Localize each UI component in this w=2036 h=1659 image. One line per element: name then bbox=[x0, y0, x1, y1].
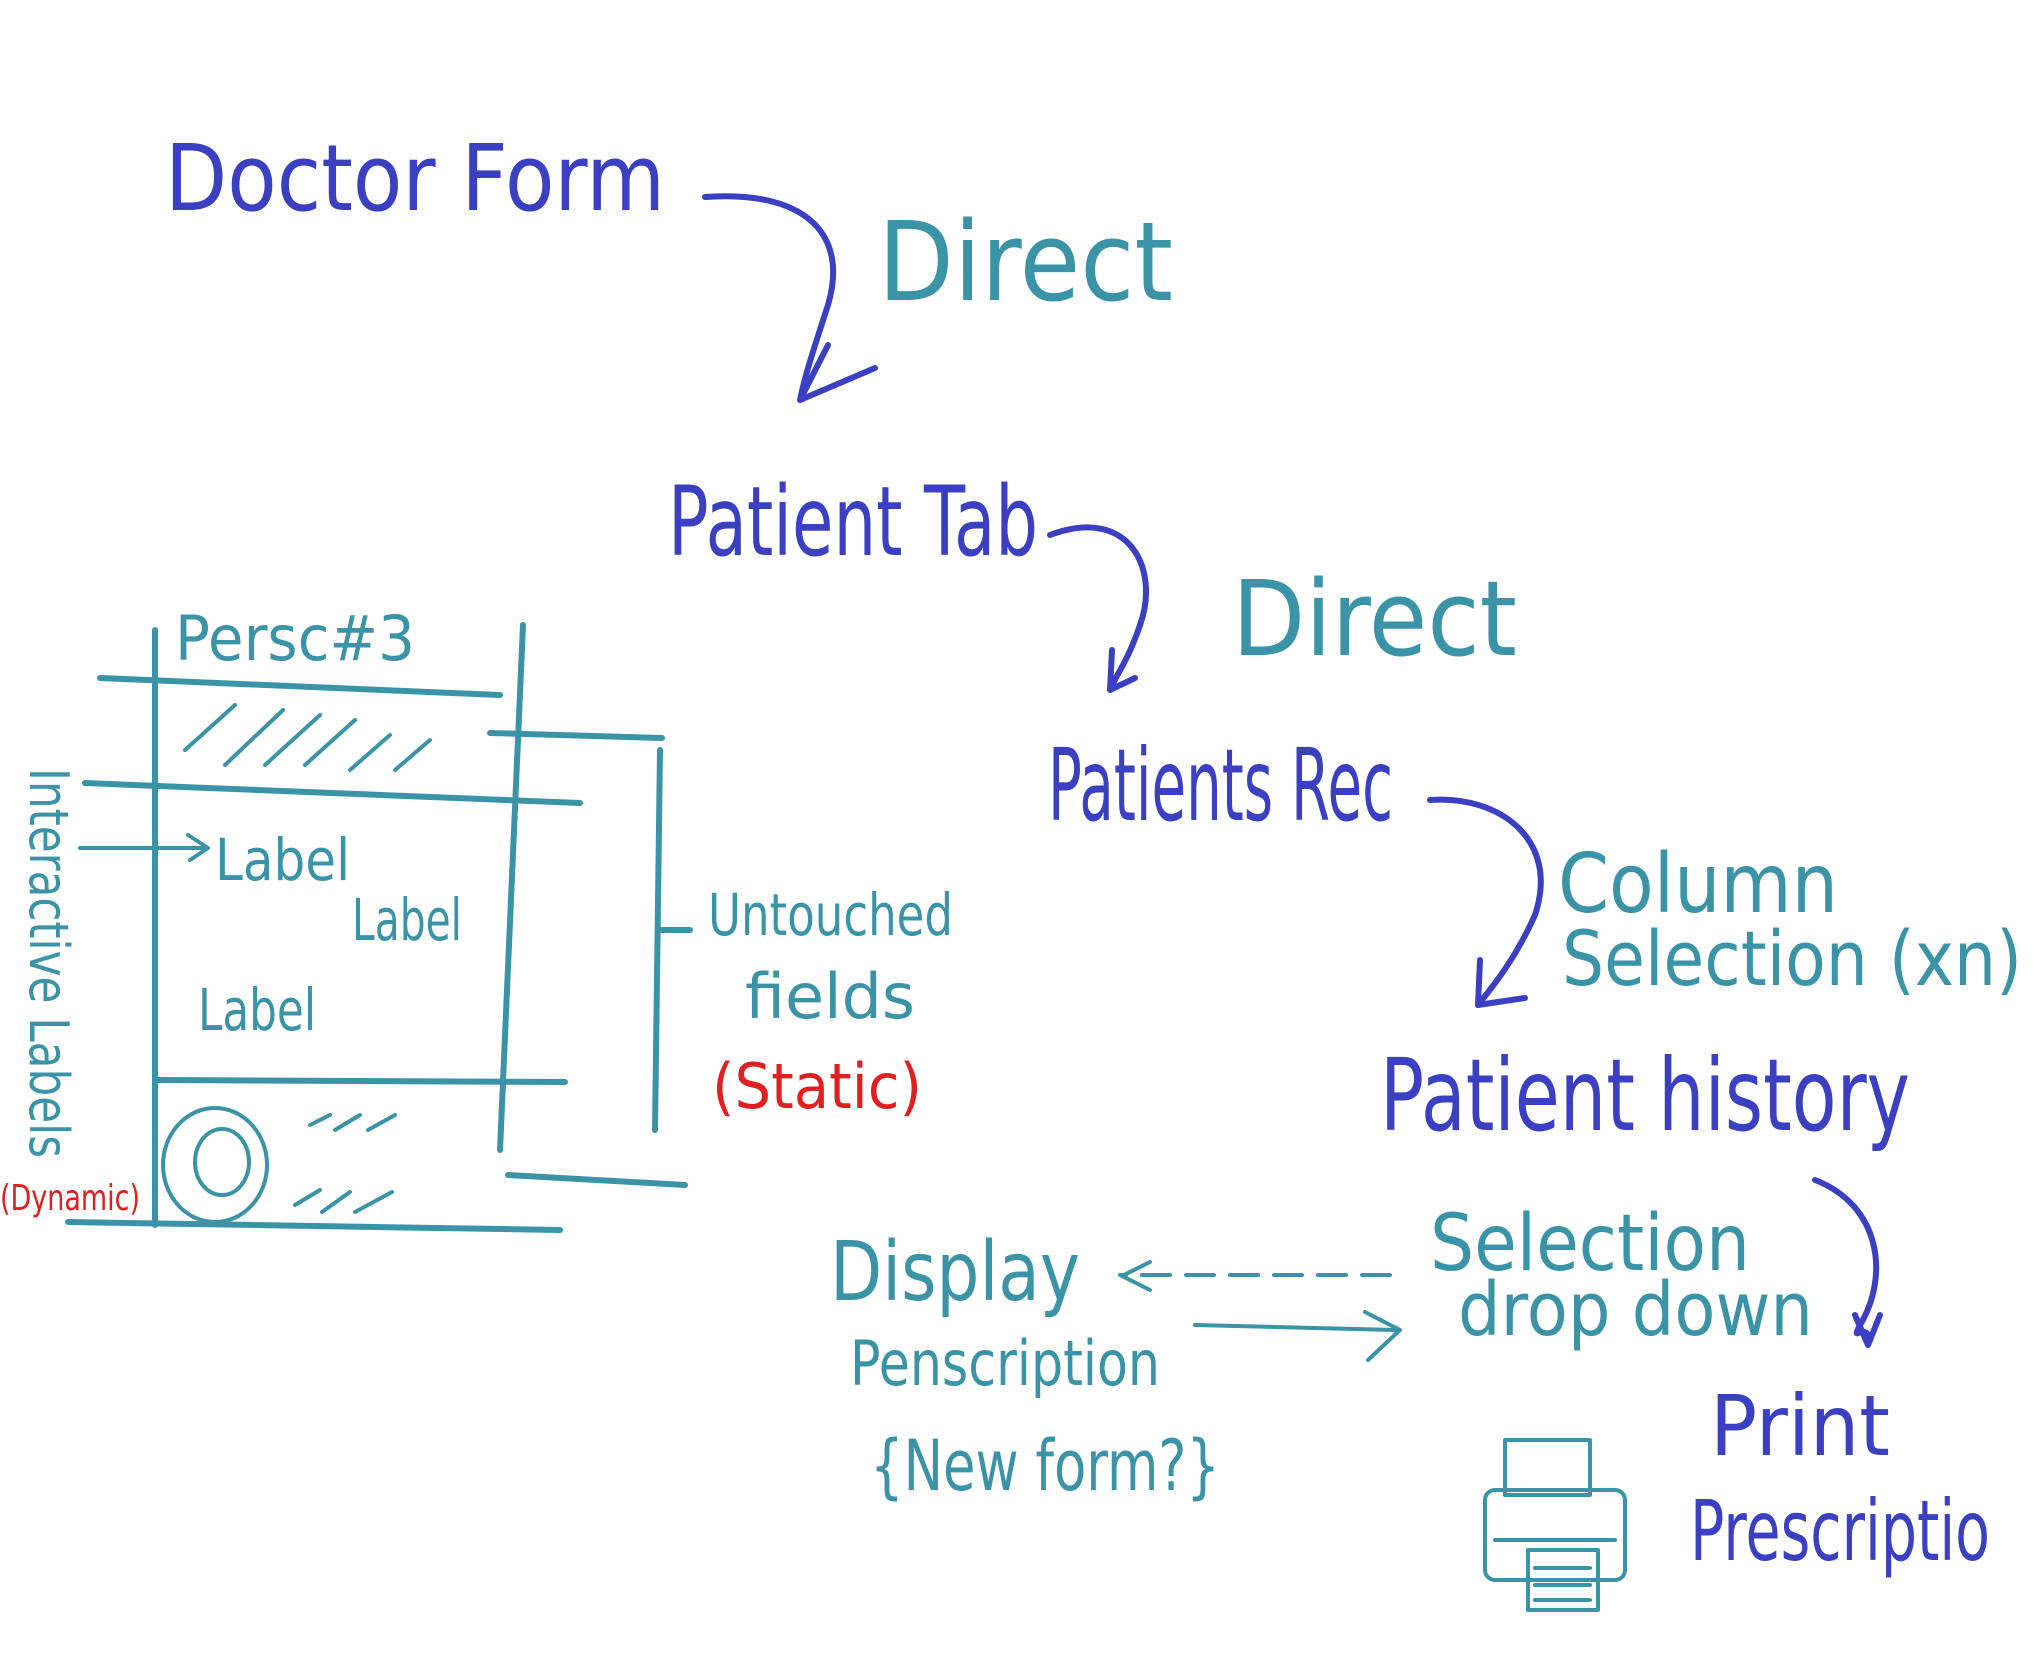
arrow-selection-to-display bbox=[1118, 1260, 1392, 1292]
untouched-line1: Untouched bbox=[708, 881, 953, 949]
form-label-2: Label bbox=[352, 886, 462, 954]
patient-history-label: Patient history bbox=[1380, 1037, 1910, 1154]
static-hatch-block bbox=[183, 703, 432, 772]
display-line2: Penscription bbox=[850, 1327, 1160, 1400]
static-note: (Static) bbox=[712, 1050, 922, 1123]
print-label-line1: Print bbox=[1710, 1377, 1890, 1475]
selection-drop-down-line1: Selection bbox=[1430, 1199, 1750, 1289]
direct-label-2: Direct bbox=[1232, 558, 1517, 680]
circle-button-icon bbox=[161, 1106, 269, 1224]
dynamic-note: (Dynamic) bbox=[0, 1178, 140, 1219]
selection-drop-down-line2: drop down bbox=[1458, 1267, 1813, 1353]
arrow-interactive-labels bbox=[78, 833, 210, 862]
patient-tab-label: Patient Tab bbox=[668, 466, 1038, 578]
arrow-history-to-print bbox=[1812, 1177, 1883, 1348]
column-selection-line1: Column bbox=[1558, 837, 1838, 932]
display-line1: Display bbox=[830, 1225, 1080, 1320]
arrow-rec-to-history bbox=[1427, 796, 1544, 1008]
print-label-line2: Prescriptio bbox=[1690, 1482, 1990, 1580]
form-label-1: Label bbox=[215, 826, 350, 894]
form-title: Persc#3 bbox=[175, 602, 415, 675]
form-wireframe: Persc#3 Label Label Label bbox=[0, 602, 953, 1233]
direct-label-1: Direct bbox=[878, 198, 1173, 326]
doctor-form-label: Doctor Form bbox=[165, 125, 665, 232]
arrow-display-to-selection bbox=[1193, 1310, 1402, 1362]
patients-rec-label: Patients Rec bbox=[1048, 727, 1393, 844]
arrow-doctor-to-patient-tab bbox=[702, 193, 878, 403]
printer-icon bbox=[1483, 1438, 1627, 1612]
form-label-3: Label bbox=[198, 976, 316, 1044]
display-line3: {New form?} bbox=[870, 1425, 1220, 1507]
untouched-line2: fields bbox=[745, 960, 915, 1033]
untouched-bracket bbox=[652, 747, 693, 1133]
column-selection-line2: Selection (xn) bbox=[1562, 914, 2022, 1003]
interactive-labels-note: Interactive Labels bbox=[17, 768, 80, 1158]
arrow-patient-tab-to-rec bbox=[1047, 524, 1149, 693]
